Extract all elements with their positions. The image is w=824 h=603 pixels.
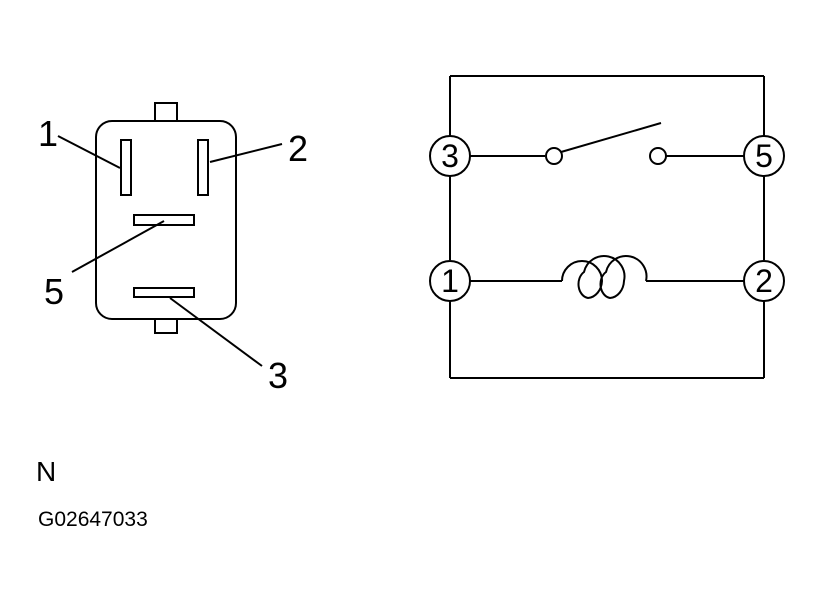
switch-fixed-contact <box>649 147 667 165</box>
pin-3-leader <box>169 297 263 367</box>
terminal-5-label: 5 <box>755 138 773 174</box>
terminal-2-label: 2 <box>755 263 773 299</box>
terminal-3-label: 3 <box>441 138 459 174</box>
switch-arm <box>560 122 662 153</box>
terminal-2-circle <box>743 260 785 302</box>
figure-code-label: N <box>36 456 57 487</box>
pin-5-blade <box>133 214 195 226</box>
pin-1-leader <box>57 135 121 169</box>
coil-winding <box>561 255 648 300</box>
terminal-1-label: 1 <box>441 263 459 299</box>
connector-body <box>95 120 237 320</box>
pin-1-label: 1 <box>38 113 58 154</box>
pin-2-blade <box>197 139 209 196</box>
terminal-1-circle <box>429 260 471 302</box>
pin-3-blade <box>133 287 195 298</box>
terminal-3-circle <box>429 135 471 177</box>
relay-schematic <box>429 75 785 379</box>
pin-3-label: 3 <box>268 355 288 396</box>
pin-5-label: 5 <box>44 271 64 312</box>
connector-top-tab <box>154 102 178 123</box>
pin-2-label: 2 <box>288 128 308 169</box>
pin-5-leader <box>71 220 165 273</box>
figure-id-label: G02647033 <box>38 508 148 531</box>
relay-connector-face <box>57 102 283 367</box>
pin-2-leader <box>209 143 283 163</box>
terminal-5-circle <box>743 135 785 177</box>
switch-pivot-contact <box>545 147 563 165</box>
pin-1-blade <box>120 139 132 196</box>
